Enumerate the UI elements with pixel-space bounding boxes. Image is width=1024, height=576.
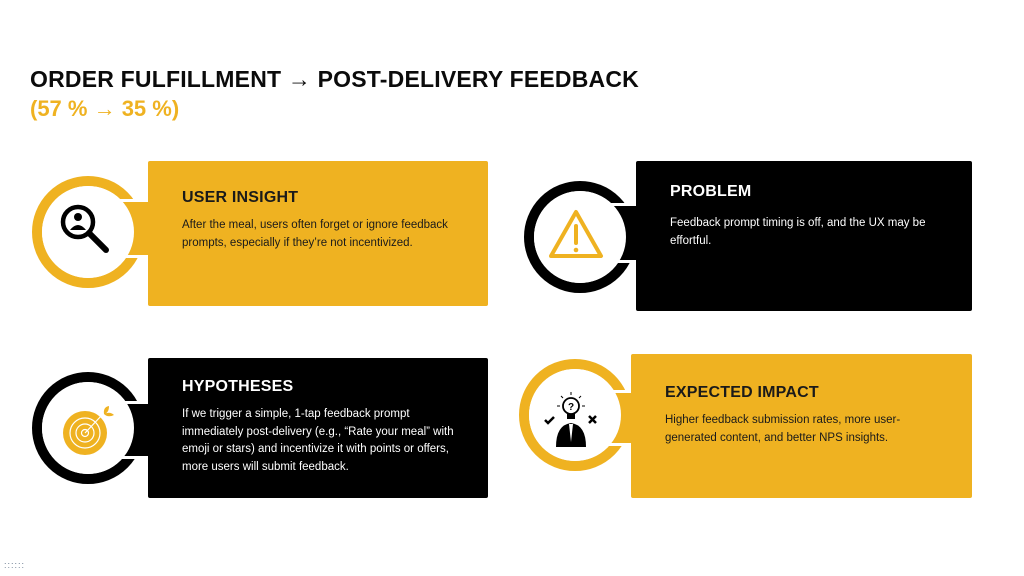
problem-box: PROBLEM Feedback prompt timing is off, a… — [636, 161, 972, 311]
idea-person-icon: ? — [544, 392, 597, 447]
card-body: If we trigger a simple, 1-tap feedback p… — [182, 408, 454, 473]
card-body: Feedback prompt timing is off, and the U… — [670, 217, 926, 247]
warning-icon — [549, 210, 603, 258]
card-title: USER INSIGHT — [182, 189, 299, 206]
magnifier-user-icon — [60, 204, 109, 253]
page-subtitle: (57 % → 35 %) — [30, 96, 180, 121]
page-title: ORDER FULFILLMENT → POST-DELIVERY FEEDBA… — [30, 66, 639, 92]
card-title: HYPOTHESES — [182, 378, 294, 395]
card-body: Higher feedback submission rates, more u… — [665, 414, 901, 444]
svg-text:?: ? — [568, 402, 574, 413]
ring-decoration — [524, 181, 650, 293]
card-title: PROBLEM — [670, 183, 752, 200]
user-insight-box: USER INSIGHT After the meal, users often… — [148, 161, 488, 306]
card-title: EXPECTED IMPACT — [665, 384, 819, 401]
expected-impact-box: EXPECTED IMPACT Higher feedback submissi… — [631, 354, 972, 498]
hypotheses-box: HYPOTHESES If we trigger a simple, 1-tap… — [148, 358, 488, 498]
target-icon — [63, 406, 114, 455]
decorative-dots: :::::: — [4, 560, 26, 570]
card-body: After the meal, users often forget or ig… — [182, 219, 448, 249]
